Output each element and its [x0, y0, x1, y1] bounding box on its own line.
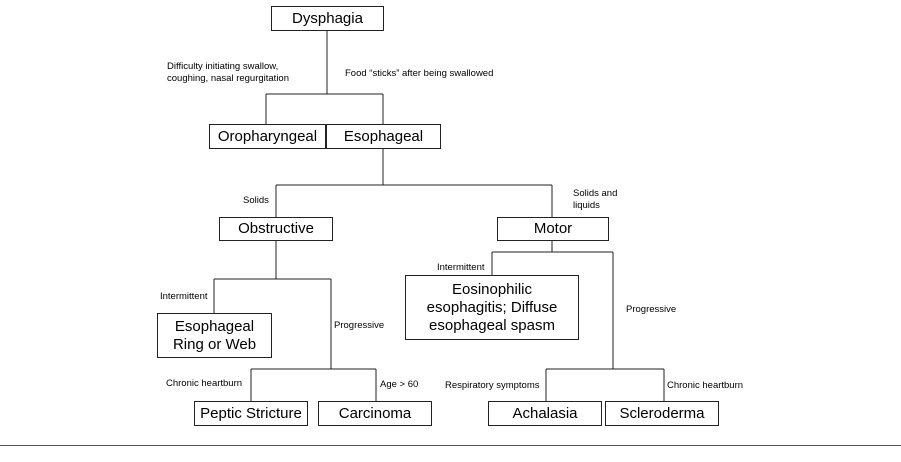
edge-label-respiratory-symptoms: Respiratory symptoms	[445, 380, 540, 391]
node-peptic-stricture-label: Peptic Stricture	[200, 404, 302, 422]
node-eosinophilic-spasm-label: Eosinophilic esophagitis; Diffuse esopha…	[426, 280, 558, 334]
edge-label-motor-progressive: Progressive	[626, 304, 677, 315]
node-obstructive-label: Obstructive	[238, 220, 314, 237]
edge-label-esophageal-criteria: Food “sticks” after being swallowed	[345, 68, 494, 79]
node-oropharyngeal-label: Oropharyngeal	[217, 127, 318, 145]
edge-label-oropharyngeal-criteria: Difficulty initiating swallow, coughing,…	[167, 61, 290, 84]
bottom-divider	[0, 445, 901, 446]
node-motor: Motor	[497, 217, 609, 241]
node-scleroderma-label: Scleroderma	[619, 404, 705, 422]
node-esophageal-ring-web-label: Esophageal Ring or Web	[172, 317, 257, 353]
node-carcinoma: Carcinoma	[318, 401, 432, 426]
node-esophageal: Esophageal	[326, 124, 441, 149]
node-motor-label: Motor	[533, 220, 573, 237]
node-scleroderma: Scleroderma	[605, 401, 719, 426]
node-carcinoma-label: Carcinoma	[338, 404, 412, 422]
node-dysphagia-label: Dysphagia	[292, 9, 363, 27]
edge-label-age-over-60: Age > 60	[380, 379, 419, 390]
node-peptic-stricture: Peptic Stricture	[194, 401, 308, 426]
node-dysphagia: Dysphagia	[271, 6, 384, 31]
edge-label-chronic-heartburn-left: Chronic heartburn	[166, 378, 243, 389]
edge-label-obstructive-intermittent: Intermittent	[160, 291, 208, 302]
node-obstructive: Obstructive	[219, 217, 333, 241]
edge-label-solids-and-liquids: Solids and liquids	[573, 188, 618, 211]
node-oropharyngeal: Oropharyngeal	[209, 124, 326, 149]
node-achalasia-label: Achalasia	[512, 404, 578, 422]
node-esophageal-label: Esophageal	[343, 127, 424, 145]
edge-label-chronic-heartburn-right: Chronic heartburn	[667, 380, 744, 391]
node-eosinophilic-spasm: Eosinophilic esophagitis; Diffuse esopha…	[405, 275, 579, 340]
edge-label-obstructive-progressive: Progressive	[334, 320, 385, 331]
edge-label-solids: Solids	[243, 195, 269, 206]
node-esophageal-ring-web: Esophageal Ring or Web	[157, 313, 272, 358]
edge-label-motor-intermittent: Intermittent	[437, 262, 485, 273]
node-achalasia: Achalasia	[488, 401, 602, 426]
